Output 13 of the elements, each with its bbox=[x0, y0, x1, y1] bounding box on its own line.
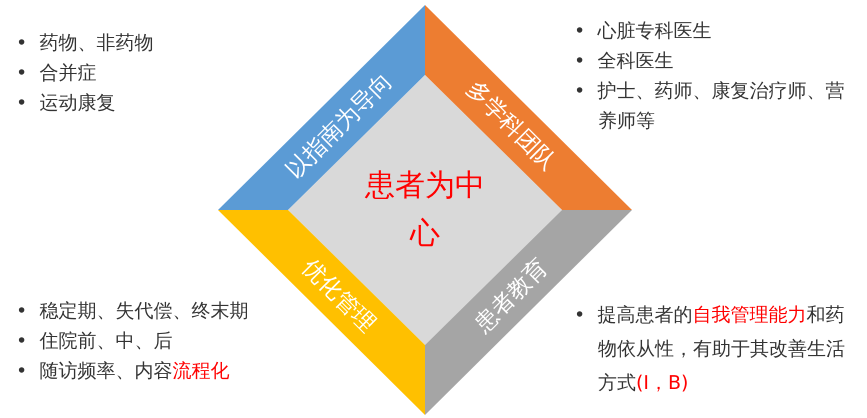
bullet-item: • 住院前、中、后 bbox=[15, 329, 174, 354]
center-label: 患者为中心 bbox=[364, 167, 486, 253]
bullet-item: • 提高患者的自我管理能力和药物依从性，有助于其改善生活方式(Ⅰ，B) bbox=[573, 303, 846, 396]
bullet-item: • 全科医生 bbox=[573, 49, 674, 74]
bullet-item: • 运动康复 bbox=[15, 91, 116, 116]
bullet-item: • 随访频率、内容流程化 bbox=[15, 359, 230, 384]
band-label: 患者教育 bbox=[468, 252, 554, 338]
bullet-item: • 护士、药师、康复治疗师、营养师等 bbox=[573, 79, 846, 134]
bullet-item: • 心脏专科医生 bbox=[573, 19, 712, 44]
bullet-item: • 合并症 bbox=[15, 61, 98, 86]
bullet-item: • 药物、非药物 bbox=[15, 31, 154, 56]
bullet-item: • 稳定期、失代偿、终末期 bbox=[15, 299, 250, 324]
band-label: 优化管理 bbox=[296, 252, 382, 338]
